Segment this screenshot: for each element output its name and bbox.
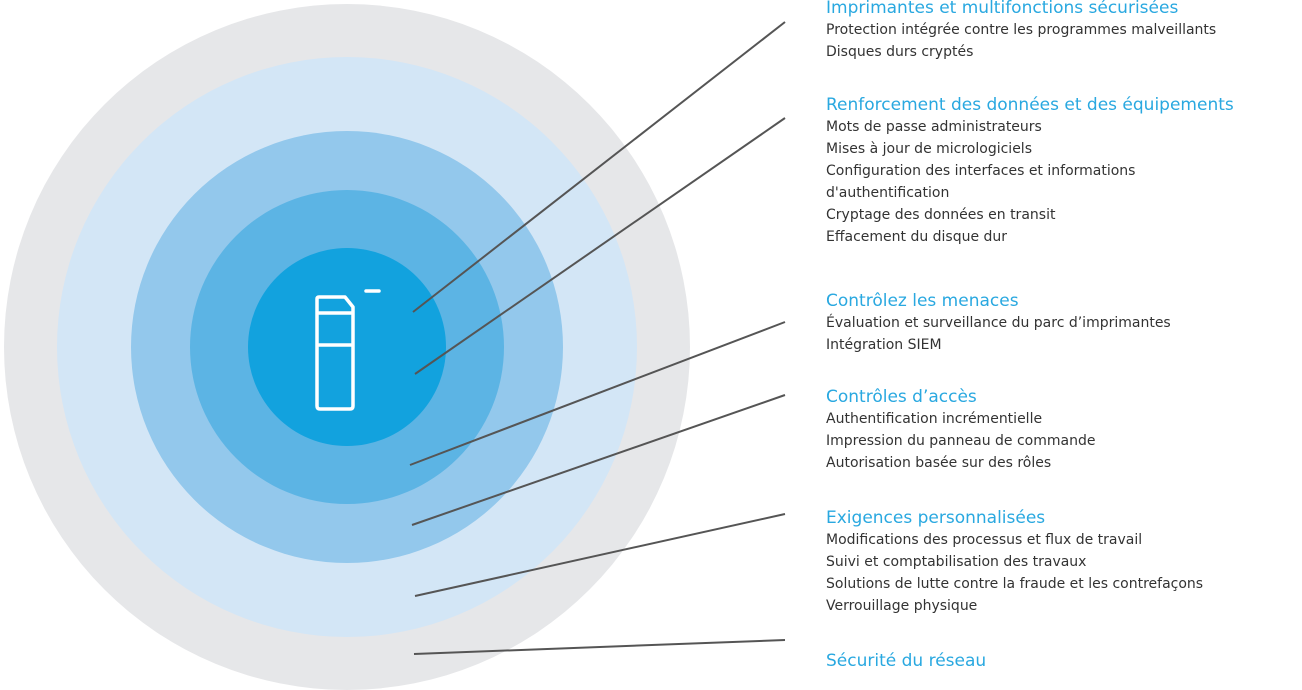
- section-item: Modifications des processus et flux de t…: [826, 532, 1143, 548]
- section-item: Solutions de lutte contre la fraude et l…: [826, 576, 1204, 592]
- section-item: Verrouillage physique: [826, 598, 978, 614]
- section-threat-control: Contrôlez les menaces Évaluation et surv…: [826, 290, 1171, 356]
- core-secure-printers: [248, 248, 446, 446]
- section-item: Intégration SIEM: [826, 337, 942, 353]
- section-network-security: Sécurité du réseau: [826, 650, 986, 672]
- leader-line-3: [409, 321, 786, 466]
- section-item: Mises à jour de micrologiciels: [826, 141, 1032, 157]
- section-item: Authentification incrémentielle: [826, 411, 1043, 427]
- leader-line-6: [413, 639, 786, 655]
- section-item: Mots de passe administrateurs: [826, 119, 1042, 135]
- leader-line-5: [414, 513, 786, 597]
- section-item: Autorisation basée sur des rôles: [826, 455, 1052, 471]
- section-title: Sécurité du réseau: [826, 651, 987, 671]
- section-item: Suivi et comptabilisation des travaux: [826, 554, 1087, 570]
- section-title: Contrôles d’accès: [826, 387, 977, 407]
- printer-icon: [315, 289, 381, 411]
- section-item: Cryptage des données en transit: [826, 207, 1056, 223]
- leader-line-2: [414, 117, 786, 375]
- section-item: Configuration des interfaces et informat…: [826, 163, 1136, 179]
- section-title: Exigences personnalisées: [826, 508, 1046, 528]
- section-item: Impression du panneau de commande: [826, 433, 1096, 449]
- section-item: Protection intégrée contre les programme…: [826, 22, 1217, 38]
- section-item: d'authentification: [826, 185, 950, 201]
- leader-line-4: [411, 394, 786, 526]
- section-secure-printers: Imprimantes et multifonctions sécurisées…: [826, 0, 1216, 63]
- section-custom-requirements: Exigences personnalisées Modifications d…: [826, 507, 1203, 617]
- section-data-hardening: Renforcement des données et des équipeme…: [826, 94, 1234, 248]
- section-title: Contrôlez les menaces: [826, 291, 1019, 311]
- section-item: Évaluation et surveillance du parc d’imp…: [826, 315, 1171, 331]
- section-item: Effacement du disque dur: [826, 229, 1008, 245]
- leader-line-1: [412, 21, 786, 313]
- section-access-controls: Contrôles d’accès Authentification incré…: [826, 386, 1095, 474]
- section-title: Renforcement des données et des équipeme…: [826, 95, 1234, 115]
- section-title: Imprimantes et multifonctions sécurisées: [826, 0, 1179, 18]
- section-item: Disques durs cryptés: [826, 44, 974, 60]
